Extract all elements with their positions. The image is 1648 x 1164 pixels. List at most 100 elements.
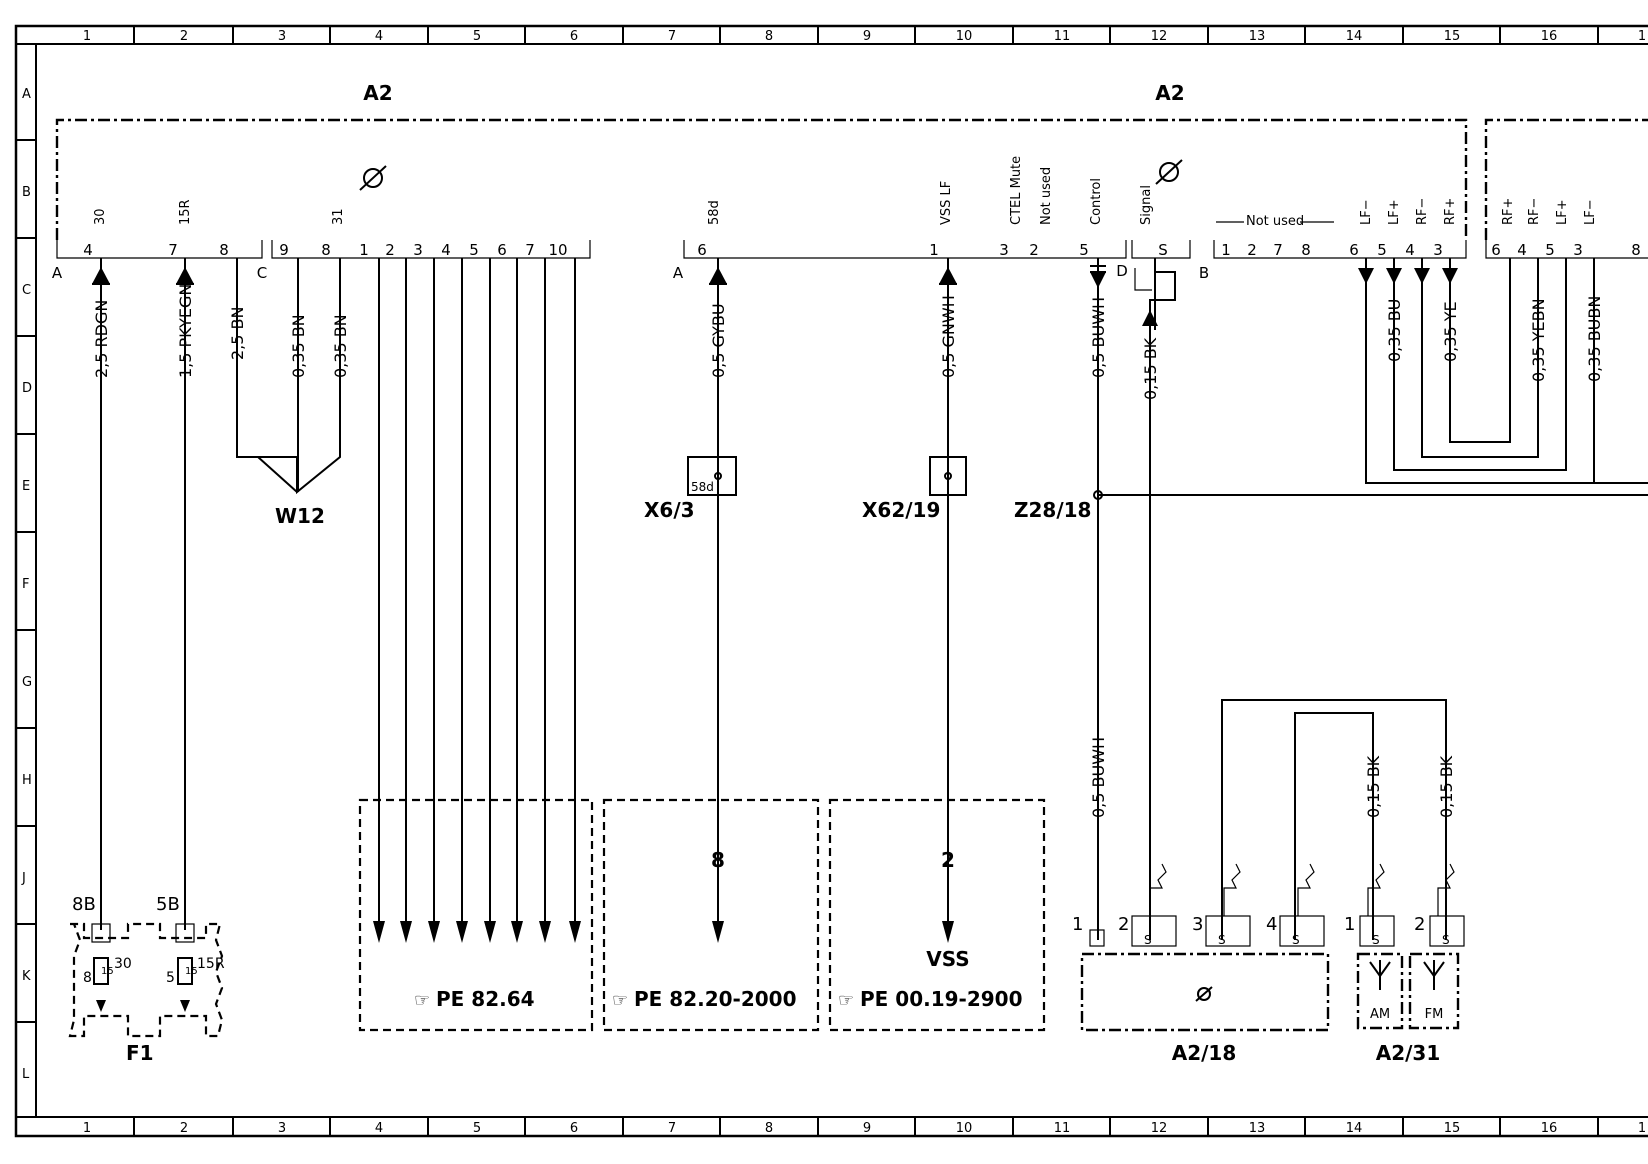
svg-text:3: 3 [413, 241, 423, 259]
svg-text:7: 7 [168, 241, 178, 259]
svg-text:2,5 RDGN: 2,5 RDGN [92, 300, 111, 378]
w12-label: W12 [275, 504, 325, 528]
f1-fuse-block: 8B 5B 8 30 15 5 15R 15 F1 [68, 894, 225, 1065]
grid-row-ticks [16, 139, 36, 1023]
svg-text:8: 8 [219, 241, 229, 259]
signal-labels: 30 15R 31 58d VSS LF CTEL Mute Not used … [93, 156, 1598, 229]
svg-text:16: 16 [1541, 1121, 1558, 1136]
grid-row-G: G [22, 675, 32, 690]
connector-B: B [1199, 264, 1209, 282]
svg-text:1: 1 [929, 241, 939, 259]
a2-component-left: A2 A2 [55, 81, 1648, 240]
svg-text:15: 15 [185, 966, 198, 977]
svg-text:5: 5 [1079, 241, 1089, 259]
svg-text:15R: 15R [197, 956, 225, 972]
svg-text:PE 82.64: PE 82.64 [436, 987, 535, 1011]
a2-18-label: A2/18 [1172, 1041, 1237, 1065]
svg-text:0,35 BU: 0,35 BU [1385, 299, 1404, 362]
svg-text:LF−: LF− [1583, 199, 1598, 225]
connector-A-mid: A [673, 264, 684, 282]
svg-text:0,35 BUBN: 0,35 BUBN [1585, 296, 1604, 382]
svg-text:30: 30 [93, 208, 108, 225]
grid-col-13: 13 [1249, 29, 1266, 44]
reference-pe-00-19-2900[interactable]: 2 VSS ☞ PE 00.19-2900 [828, 798, 1046, 1032]
svg-text:0,5 BUWH: 0,5 BUWH [1089, 737, 1108, 818]
svg-text:0,15 BK: 0,15 BK [1141, 337, 1160, 400]
svg-text:2: 2 [1247, 241, 1257, 259]
grid-row-B: B [22, 185, 31, 200]
svg-text:11: 11 [1054, 1121, 1071, 1136]
connector-D: D [1116, 262, 1128, 280]
svg-text:S: S [1372, 933, 1380, 947]
svg-text:0,5 GNWH: 0,5 GNWH [939, 295, 958, 378]
grid-col-12: 12 [1151, 29, 1168, 44]
grid-col-7: 7 [668, 29, 676, 44]
svg-text:8: 8 [1301, 241, 1311, 259]
svg-text:Control: Control [1089, 178, 1104, 225]
svg-text:Not used: Not used [1246, 214, 1304, 229]
svg-text:58d: 58d [707, 200, 722, 225]
x62-19-connector [929, 456, 967, 496]
svg-text:0,15 BK: 0,15 BK [1437, 755, 1456, 818]
svg-text:3: 3 [1192, 914, 1203, 935]
grid-row-H: H [22, 773, 32, 788]
svg-text:4: 4 [375, 1121, 383, 1136]
svg-text:6: 6 [570, 1121, 578, 1136]
svg-text:2: 2 [180, 1121, 188, 1136]
grid-row-A: A [22, 87, 31, 102]
svg-text:RF−: RF− [1527, 198, 1542, 225]
a2-label-left: A2 [363, 81, 392, 105]
svg-text:7: 7 [1273, 241, 1283, 259]
svg-text:31: 31 [331, 208, 346, 225]
svg-text:6: 6 [497, 241, 507, 259]
svg-text:2: 2 [1414, 914, 1425, 935]
reference-pe-82-64[interactable]: ☞ PE 82.64 [358, 798, 594, 1032]
svg-text:LF+: LF+ [1555, 199, 1570, 225]
grid-col-1: 1 [83, 29, 91, 44]
vss-label: VSS [926, 947, 969, 971]
svg-text:S: S [1218, 933, 1226, 947]
svg-text:S: S [1292, 933, 1300, 947]
grid-col-8: 8 [765, 29, 773, 44]
antenna-icon [1369, 960, 1391, 990]
svg-text:5: 5 [166, 970, 175, 986]
svg-text:8: 8 [1631, 241, 1641, 259]
svg-text:1,5 PKYEGN: 1,5 PKYEGN [176, 284, 195, 378]
svg-text:0,35 BN: 0,35 BN [289, 314, 308, 378]
svg-text:5: 5 [1377, 241, 1387, 259]
svg-text:0,5 GYBU: 0,5 GYBU [709, 303, 728, 378]
svg-text:5: 5 [473, 1121, 481, 1136]
svg-text:6: 6 [1491, 241, 1501, 259]
grid-column-labels-bottom: 1 2 3 4 5 6 7 8 9 10 11 12 13 14 15 16 1 [83, 1121, 1646, 1136]
grid-row-L: L [22, 1067, 30, 1082]
svg-text:2: 2 [941, 848, 955, 872]
grid-row-E: E [22, 479, 30, 494]
drawing-frame: 1 2 3 4 5 6 7 8 9 10 11 12 13 14 15 16 1… [14, 24, 1648, 1138]
a2-31-component: S S 1 2 AM FM A2/31 [1344, 863, 1465, 1065]
svg-text:4: 4 [1266, 914, 1277, 935]
wire-labels: 2,5 RDGN 1,5 PKYEGN 2,5 BN 0,35 BN 0,35 … [92, 284, 1604, 818]
svg-text:S: S [1158, 241, 1168, 259]
grid-col-11: 11 [1054, 29, 1071, 44]
reference-pe-82-20-2000[interactable]: 8 ☞ PE 82.20-2000 [602, 798, 820, 1032]
wires [91, 258, 1648, 943]
svg-text:1: 1 [1221, 241, 1231, 259]
svg-text:4: 4 [1405, 241, 1415, 259]
svg-text:2,5 BN: 2,5 BN [228, 307, 247, 360]
svg-text:1: 1 [359, 241, 369, 259]
svg-text:LF−: LF− [1359, 199, 1374, 225]
svg-text:13: 13 [1249, 1121, 1266, 1136]
svg-text:10: 10 [956, 1121, 973, 1136]
svg-text:FM: FM [1425, 1007, 1444, 1022]
grid-col-3: 3 [278, 29, 286, 44]
pin-numbers: 4 7 8 9 8 1 2 3 4 5 6 7 10 6 1 3 2 5 S 1… [83, 241, 1641, 259]
svg-text:Not used: Not used [1039, 167, 1054, 225]
hand-pointer-icon: ☞ [612, 990, 628, 1011]
svg-text:CTEL Mute: CTEL Mute [1009, 156, 1024, 225]
grid-col-6: 6 [570, 29, 578, 44]
svg-text:RF+: RF+ [1443, 198, 1458, 225]
grid-col-15: 15 [1444, 29, 1461, 44]
grid-column-ticks [133, 26, 1599, 1136]
svg-text:15: 15 [101, 966, 114, 977]
